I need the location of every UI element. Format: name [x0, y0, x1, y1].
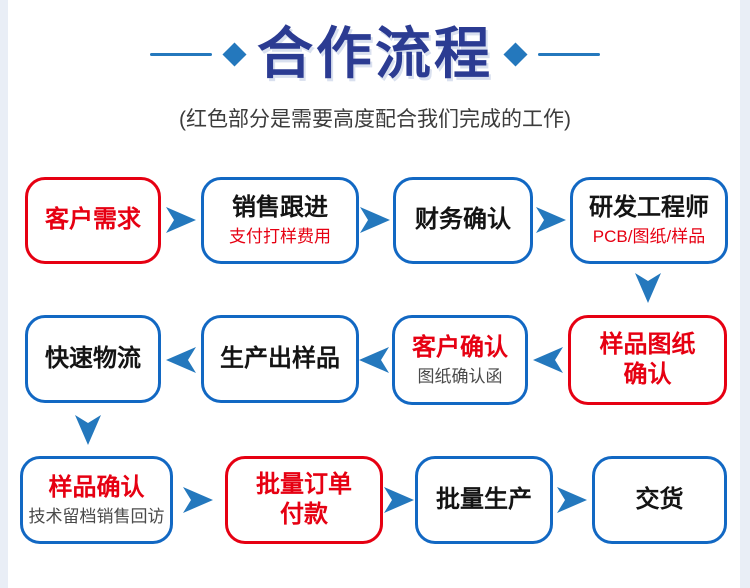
box-title-line2: 付款 — [280, 500, 328, 528]
box-title: 客户需求 — [45, 206, 141, 234]
flow-box-delivery: 交货 — [592, 456, 727, 544]
arrow-right-icon — [360, 207, 390, 233]
page-title: 合作流程 — [257, 22, 493, 85]
box-title-line2: 确认 — [623, 360, 672, 388]
box-subtitle: PCB/图纸/样品 — [592, 227, 706, 247]
flow-box-bulk-order-payment: 批量订单 付款 — [225, 456, 383, 544]
diamond-icon — [503, 41, 528, 67]
box-title: 客户确认 — [412, 333, 508, 361]
title-rule-right — [538, 52, 600, 56]
flow-box-finance-confirm: 财务确认 — [393, 177, 533, 264]
arrow-down-icon — [75, 415, 101, 445]
diamond-icon — [222, 41, 247, 67]
box-title: 财务确认 — [415, 206, 511, 234]
arrow-right-icon — [166, 207, 196, 233]
arrow-down-icon — [635, 273, 661, 303]
flow-box-customer-confirm: 客户确认 图纸确认函 — [392, 315, 528, 405]
arrow-right-icon — [536, 207, 566, 233]
arrow-left-icon — [533, 347, 563, 373]
box-title: 批量生产 — [436, 485, 532, 513]
flow-box-fast-logistics: 快速物流 — [25, 315, 161, 403]
box-subtitle: 支付打样费用 — [229, 227, 331, 247]
arrow-right-icon — [183, 487, 213, 513]
flow-box-sample-confirm: 样品确认 技术留档销售回访 — [20, 456, 173, 544]
flow-box-rd-engineer: 研发工程师 PCB/图纸/样品 — [570, 177, 728, 264]
box-title: 样品确认 — [48, 473, 145, 501]
arrow-left-icon — [359, 347, 389, 373]
box-title: 样品图纸 — [599, 330, 696, 358]
box-title: 生产出样品 — [220, 344, 340, 372]
title-rule-left — [150, 52, 212, 56]
arrow-right-icon — [557, 487, 587, 513]
flow-box-sales-follow-up: 销售跟进 支付打样费用 — [201, 177, 359, 264]
box-title: 销售跟进 — [232, 194, 328, 222]
box-title: 研发工程师 — [589, 194, 709, 222]
flow-box-bulk-production: 批量生产 — [415, 456, 553, 544]
box-title: 快速物流 — [45, 344, 141, 372]
box-subtitle: 技术留档销售回访 — [28, 506, 165, 526]
flow-box-sample-drawing-confirm: 样品图纸 确认 — [568, 315, 727, 405]
box-subtitle: 图纸确认函 — [417, 366, 503, 386]
page-header: 合作流程 — [0, 26, 750, 82]
box-title: 交货 — [635, 485, 684, 513]
right-edge-strip — [740, 0, 750, 588]
flow-box-customer-demand: 客户需求 — [25, 177, 161, 264]
arrow-left-icon — [166, 347, 196, 373]
page-subtitle: (红色部分是需要高度配合我们完成的工作) — [179, 108, 571, 131]
flow-box-produce-sample: 生产出样品 — [201, 315, 359, 403]
left-edge-strip — [0, 0, 8, 588]
arrow-right-icon — [384, 487, 414, 513]
box-title: 批量订单 — [256, 470, 352, 498]
